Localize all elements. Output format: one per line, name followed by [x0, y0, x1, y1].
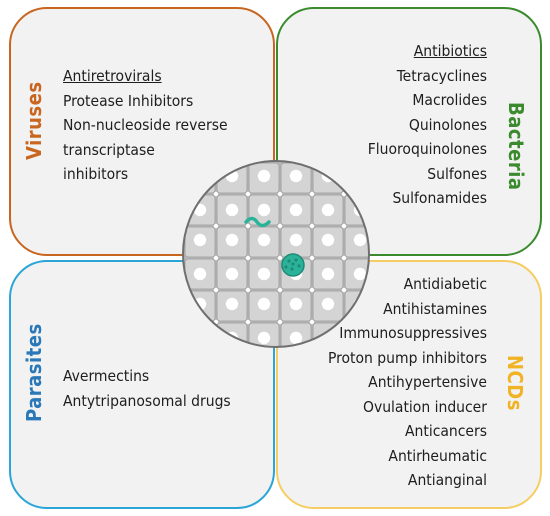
- cell-nucleus: [321, 203, 335, 217]
- cell-nucleus: [193, 267, 207, 281]
- virus-icon: [281, 253, 305, 277]
- cell-junction: [309, 191, 315, 197]
- cell-nucleus: [225, 297, 239, 311]
- list-item: Sulfonamides: [392, 189, 487, 207]
- cell-junction: [213, 255, 219, 261]
- cell-junction: [277, 287, 283, 293]
- list-item: transcriptase: [63, 140, 155, 159]
- cell-junction: [245, 255, 251, 261]
- cell-nucleus: [289, 297, 303, 311]
- cell-nucleus: [321, 267, 335, 281]
- cell-junction: [341, 223, 347, 229]
- list-item: Antirheumatic: [388, 446, 487, 465]
- cell-nucleus: [289, 233, 303, 247]
- cell-nucleus: [257, 267, 271, 281]
- cell-junction: [213, 223, 219, 229]
- cell-junction: [277, 255, 283, 261]
- bacteria-heading: Antibiotics: [413, 42, 487, 60]
- cell-nucleus: [353, 331, 367, 345]
- list-item: Immunosuppressives: [339, 324, 487, 342]
- list-item: Antihistamines: [383, 299, 487, 318]
- cell-nucleus: [257, 331, 271, 345]
- cell-nucleus: [193, 331, 207, 345]
- cell-nucleus: [321, 233, 335, 247]
- parasites-title: Parasites: [22, 323, 46, 422]
- cell-nucleus: [289, 169, 303, 183]
- cell-junction: [245, 191, 251, 197]
- bacteria-title: Bacteria: [504, 102, 528, 191]
- cell-junction: [309, 255, 315, 261]
- cell-junction: [213, 287, 219, 293]
- list-item: Ovulation inducer: [362, 397, 487, 416]
- list-item: Sulfones: [427, 164, 487, 183]
- list-item: Protease Inhibitors: [63, 91, 194, 110]
- cell-nucleus: [257, 169, 271, 183]
- cell-nucleus: [225, 267, 239, 281]
- cell-junction: [213, 191, 219, 197]
- list-item: Non-nucleoside reverse: [63, 116, 228, 134]
- ncds-title: NCDs: [503, 355, 527, 411]
- viruses-title: Viruses: [22, 81, 46, 160]
- cell-junction: [341, 287, 347, 293]
- cell-nucleus: [225, 203, 239, 217]
- cell-junction: [245, 287, 251, 293]
- cell-junction: [277, 319, 283, 325]
- list-item: inhibitors: [63, 165, 129, 183]
- list-item: Antihypertensive: [368, 373, 487, 391]
- ncds-drug-list: Antidiabetic Antihistamines Immunosuppre…: [328, 272, 487, 493]
- cell-junction: [277, 191, 283, 197]
- cell-nucleus: [289, 203, 303, 217]
- cell: [344, 322, 369, 347]
- cell-junction: [245, 319, 251, 325]
- cell-junction: [309, 287, 315, 293]
- cell-nucleus: [257, 203, 271, 217]
- list-item: Fluoroquinolones: [367, 140, 487, 158]
- cell-tissue-icon: [182, 160, 370, 348]
- list-item: Antianginal: [407, 471, 487, 489]
- cell-junction: [309, 319, 315, 325]
- cell: [184, 322, 216, 347]
- list-item: Quinolones: [408, 115, 487, 134]
- parasites-drug-list: Avermectins Antytripanosomal drugs: [63, 364, 231, 413]
- list-item: Macrolides: [412, 91, 487, 109]
- cell: [344, 162, 369, 194]
- cell-nucleus: [353, 267, 367, 281]
- cell-nucleus: [289, 331, 303, 345]
- cell-junction: [245, 223, 251, 229]
- viruses-heading: Antiretrovirals: [63, 67, 162, 85]
- list-item: Avermectins: [63, 367, 150, 385]
- cell-junction: [277, 223, 283, 229]
- cell-nucleus: [257, 297, 271, 311]
- list-item: Antytripanosomal drugs: [63, 391, 231, 410]
- list-item: Antidiabetic: [403, 275, 487, 293]
- cell-nucleus: [321, 297, 335, 311]
- bacterium-icon: [244, 216, 271, 228]
- list-item: Tetracyclines: [396, 66, 487, 85]
- cell-junction: [341, 255, 347, 261]
- list-item: Anticancers: [404, 422, 487, 440]
- cell-nucleus: [193, 169, 207, 183]
- cell-nucleus: [225, 233, 239, 247]
- cell-nucleus: [257, 233, 271, 247]
- viruses-drug-list: Antiretrovirals Protease Inhibitors Non-…: [63, 64, 228, 187]
- cell-nucleus: [353, 233, 367, 247]
- cell-nucleus: [193, 233, 207, 247]
- list-item: Proton pump inhibitors: [327, 348, 487, 367]
- cell-nucleus: [353, 169, 367, 183]
- cell-junction: [309, 223, 315, 229]
- cell-nucleus: [353, 297, 367, 311]
- bacteria-drug-list: Antibiotics Tetracyclines Macrolides Qui…: [368, 39, 487, 211]
